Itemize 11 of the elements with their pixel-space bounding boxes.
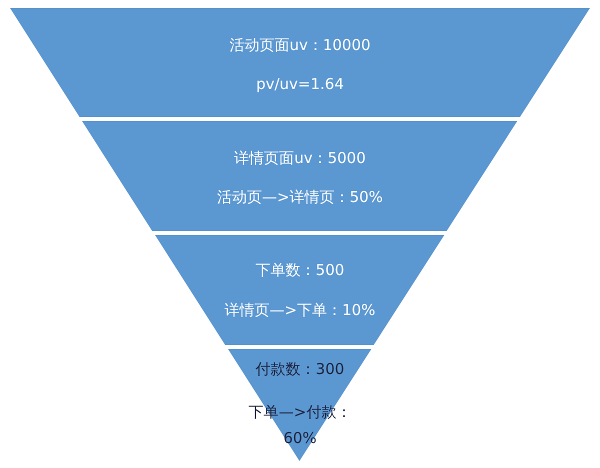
band-note: 详情页—>下单：10% <box>224 300 376 320</box>
band-heading: 详情页面uv：5000 <box>234 148 366 168</box>
funnel-band <box>82 121 518 231</box>
band-heading: 活动页面uv：10000 <box>229 35 371 55</box>
band-note: pv/uv=1.64 <box>256 74 344 94</box>
band-heading: 下单数：500 <box>256 260 344 280</box>
funnel-band <box>154 235 444 345</box>
band-heading: 付款数：300 <box>256 359 344 379</box>
band-note: 活动页—>详情页：50% <box>217 187 383 207</box>
funnel-band <box>228 349 371 461</box>
funnel-band <box>10 8 590 117</box>
